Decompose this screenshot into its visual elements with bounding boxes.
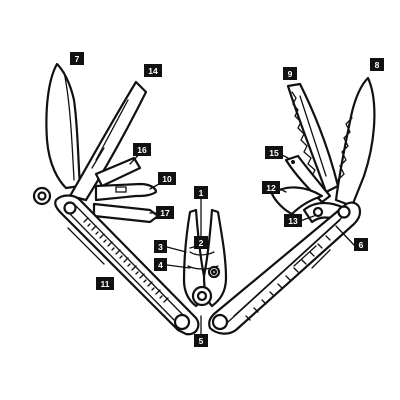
svg-text:4: 4 [158,260,163,270]
right-handle [208,201,362,335]
callout-9: 9 [283,67,297,80]
callout-3: 3 [154,240,167,253]
svg-text:5: 5 [199,336,204,346]
callout-14: 14 [144,64,162,77]
callout-6: 6 [354,238,368,251]
svg-text:13: 13 [288,216,298,226]
pliers [182,208,228,308]
callout-8: 8 [370,58,384,71]
callout-4: 4 [154,258,167,271]
small-screwdriver [94,156,142,188]
svg-text:7: 7 [75,54,80,64]
callout-5: 5 [194,334,208,347]
callout-1: 1 [194,186,208,199]
svg-text:2: 2 [199,238,204,248]
svg-text:11: 11 [101,279,110,289]
callout-7: 7 [70,52,84,65]
callout-13: 13 [284,214,302,227]
svg-text:14: 14 [148,66,158,76]
serrated-blade [334,76,376,208]
callout-12: 12 [262,181,280,194]
svg-text:10: 10 [162,174,172,184]
file-tool [68,80,148,202]
callout-15: 15 [265,146,283,159]
svg-text:6: 6 [359,240,364,250]
callout-16: 16 [133,143,151,156]
callout-17: 17 [156,206,174,219]
svg-text:12: 12 [266,183,276,193]
svg-text:9: 9 [288,69,293,79]
svg-text:17: 17 [160,208,170,218]
svg-text:15: 15 [269,148,279,158]
lanyard-ring [32,186,52,206]
bit-driver [284,154,332,204]
callout-2: 2 [194,236,208,249]
callout-10: 10 [158,172,176,185]
left-handle [54,194,200,336]
knife-blade [45,62,82,190]
wood-saw [286,82,340,194]
svg-text:16: 16 [137,145,147,155]
svg-text:3: 3 [158,242,163,252]
svg-text:8: 8 [375,60,380,70]
can-opener [270,186,324,216]
callout-11: 11 [96,277,114,290]
svg-text:1: 1 [199,188,204,198]
phillips-screwdriver [92,202,160,224]
bottle-opener [94,182,158,202]
